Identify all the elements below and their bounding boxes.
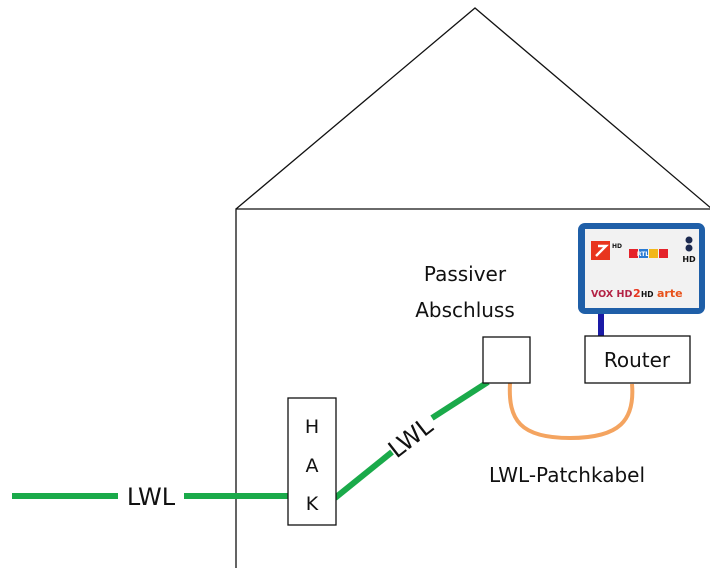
- channel-logo-rtl-r: [629, 249, 638, 258]
- patch-cable-label: LWL-Patchkabel: [489, 463, 645, 487]
- hak-letter-h: H: [305, 416, 319, 438]
- channel-logo-rtl-text: RTL: [637, 251, 649, 258]
- channel-logo-rtl-t: [639, 249, 648, 258]
- channel-hd-badge-3: HD: [641, 290, 654, 299]
- house-roof: [235, 7, 710, 210]
- fiber-line-inside-lower: [333, 449, 394, 501]
- passive-termination-label-line1: Passiver: [424, 262, 507, 286]
- channel-logo-rtl-l: [649, 249, 658, 258]
- patch-cable: [507, 382, 635, 441]
- fiber-label-outside: LWL: [127, 483, 176, 511]
- passive-termination-box: [482, 336, 531, 384]
- channel-logo-zdf: 2: [633, 287, 641, 300]
- channel-logo-orf-ring: [685, 244, 693, 252]
- channel-logo-kabel1-mark: [595, 244, 609, 257]
- hak-box: [287, 397, 337, 526]
- fiber-line-inside-upper: [430, 379, 490, 421]
- house-walls: [235, 208, 710, 568]
- channel-logo-orf-dot: [685, 236, 693, 244]
- channel-logo-arte: arte: [657, 287, 683, 300]
- channel-hd-badge-1: HD: [612, 243, 622, 250]
- hak-letter-a: A: [306, 455, 319, 477]
- channel-logo-rtl-extra: [659, 249, 668, 258]
- router-box: [584, 335, 691, 384]
- channel-logo-vox: VOX HD: [591, 289, 633, 300]
- hak-letter-k: K: [306, 493, 319, 515]
- router-label: Router: [604, 348, 671, 372]
- passive-termination-label-line2: Abschluss: [415, 298, 515, 322]
- channel-hd-badge-2: HD: [682, 255, 696, 264]
